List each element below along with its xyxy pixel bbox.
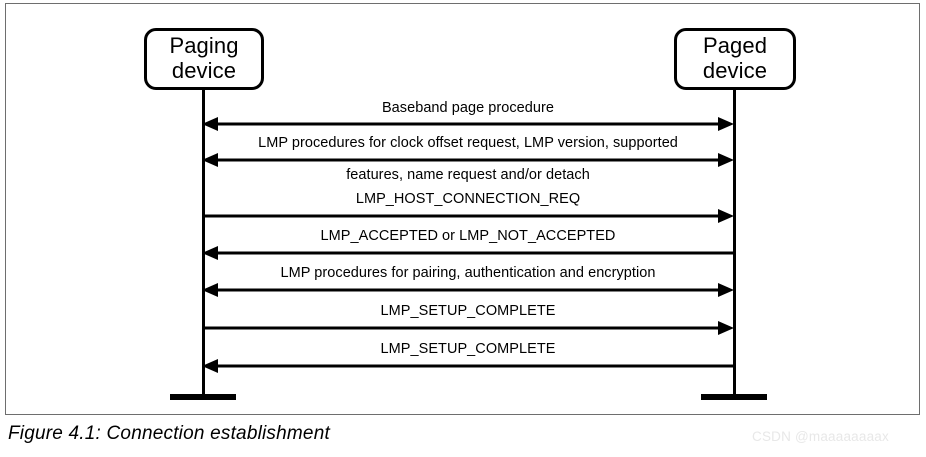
- participant-box-paging: Paging device: [144, 28, 264, 90]
- lifeline-paged: [733, 90, 736, 396]
- message-label-5: LMP procedures for pairing, authenticati…: [280, 265, 656, 281]
- watermark-text: CSDN @maaaaaaaax: [752, 429, 889, 444]
- message-label-2: LMP procedures for clock offset request,…: [258, 135, 678, 151]
- participant-label-paging-line2: device: [171, 58, 237, 83]
- message-label-6: LMP_SETUP_COMPLETE: [380, 303, 556, 319]
- message-arrow-7-leftward: [202, 358, 734, 374]
- message-arrow-1-bidirectional: [202, 116, 734, 132]
- participant-label-paged-line1: Paged: [702, 33, 768, 59]
- lifeline-foot-paging: [170, 394, 236, 400]
- message-arrow-4-leftward: [202, 245, 734, 261]
- message-list: Baseband page procedure LMP procedures f…: [6, 4, 926, 416]
- message-label-2-line2: features, name request and/or detach: [346, 167, 590, 183]
- diagram-frame: Paging device Paged device Baseband page…: [5, 3, 920, 415]
- lifeline-paging: [202, 90, 205, 396]
- message-label-1: Baseband page procedure: [381, 100, 555, 116]
- message-arrow-3-rightward: [202, 208, 734, 224]
- message-arrow-2-bidirectional: [202, 152, 734, 168]
- participant-box-paged: Paged device: [674, 28, 796, 90]
- participant-label-paging-line1: Paging: [169, 33, 239, 59]
- participant-label-paged-line2: device: [702, 58, 768, 83]
- message-arrow-5-bidirectional: [202, 282, 734, 298]
- message-arrow-6-rightward: [202, 320, 734, 336]
- message-label-4: LMP_ACCEPTED or LMP_NOT_ACCEPTED: [320, 228, 616, 244]
- lifeline-foot-paged: [701, 394, 767, 400]
- figure-caption: Figure 4.1: Connection establishment: [8, 423, 330, 444]
- message-label-7: LMP_SETUP_COMPLETE: [380, 341, 556, 357]
- message-label-3: LMP_HOST_CONNECTION_REQ: [355, 191, 581, 207]
